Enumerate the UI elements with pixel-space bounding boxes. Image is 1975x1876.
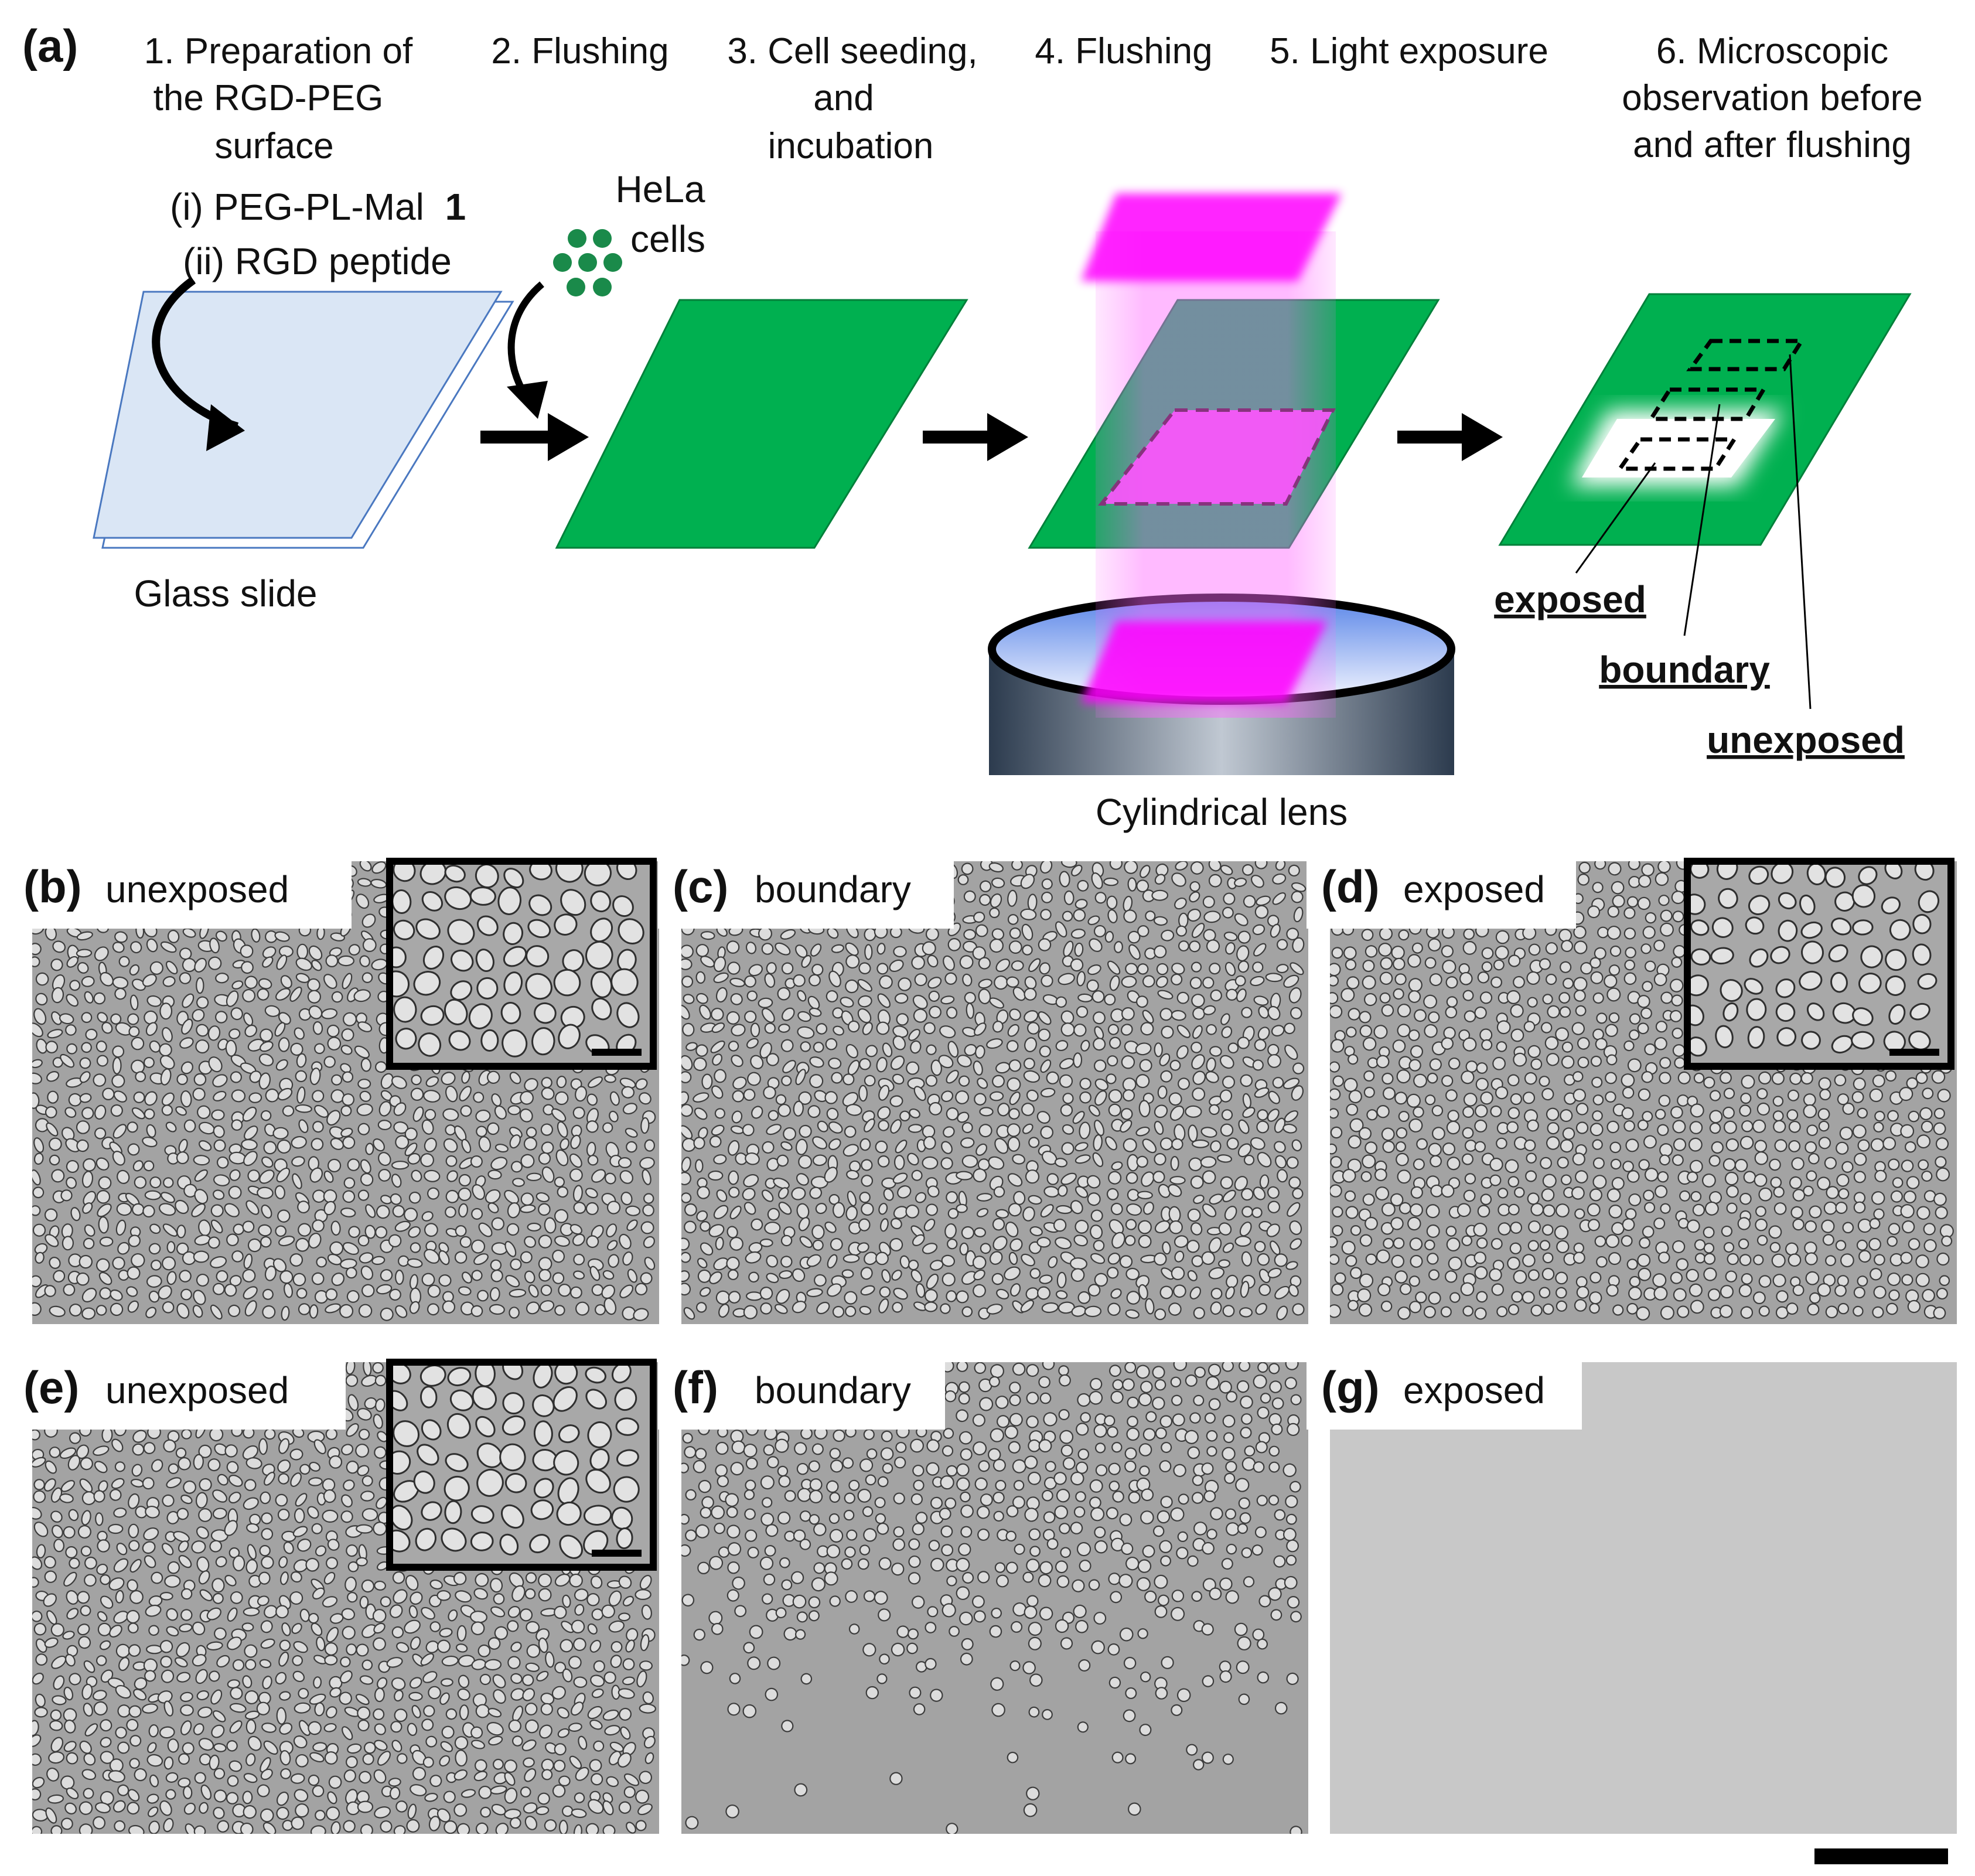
region-label-exposed: exposed (1494, 578, 1646, 620)
step-1-line-2: the RGD-PEG (154, 78, 384, 118)
step-4-heading: 4. Flushing (1035, 31, 1212, 71)
exposed-region-dashed (1097, 408, 1336, 506)
step-3-line-2: and (813, 78, 874, 118)
observe-box-boundary (1647, 387, 1768, 421)
step-3-line-3: incubation (768, 126, 934, 166)
glass-slide (93, 291, 514, 549)
panel-a-label: (a) (22, 20, 78, 71)
arrow-1 (480, 413, 589, 461)
reagent-rgd-label: (ii) RGD peptide (183, 240, 452, 282)
micrograph-background (1330, 1362, 1957, 1834)
step-1-heading: 1. Preparation of the RGD-PEG surface (144, 31, 413, 166)
hela-label-2: cells (630, 218, 705, 260)
step-6-heading: 6. Microscopic observation before and af… (1622, 31, 1923, 165)
arrow-2 (923, 413, 1028, 461)
micrograph-label: exposed (1403, 1369, 1545, 1411)
inset-scale-bar (592, 1550, 642, 1557)
micrograph-letter: (c) (673, 861, 728, 912)
step-3-line-1: 3. Cell seeding, (727, 31, 977, 71)
inset-scale-bar (1889, 1049, 1939, 1056)
region-label-unexposed: unexposed (1707, 719, 1905, 761)
step-6-line-1: 6. Microscopic (1656, 31, 1888, 71)
micrograph-panel: (f) boundary (658, 1356, 1308, 1834)
micrograph-letter: (f) (673, 1362, 718, 1413)
reagent-arrow (152, 277, 239, 431)
step-1-line-3: surface (214, 126, 333, 166)
step-1-line-1: 1. Preparation of (144, 31, 413, 71)
micrograph-label: unexposed (105, 868, 289, 910)
step-5-heading: 5. Light exposure (1270, 31, 1548, 71)
micrograph-panel: (c) boundary (658, 855, 1308, 1324)
cell-seeding-arrow-head (507, 381, 548, 419)
observation-scene (1498, 293, 1912, 710)
micrograph-label: boundary (755, 1369, 911, 1411)
inset-scale-bar (592, 1049, 642, 1056)
micrograph-label: exposed (1403, 868, 1545, 910)
cell-seeding-arrow (507, 281, 544, 401)
micrograph-panel: (b) unexposed (9, 855, 659, 1324)
micrograph-label: boundary (755, 868, 911, 910)
light-sheet-top (1081, 193, 1342, 281)
arrow-3 (1397, 413, 1503, 461)
cylindrical-lens-label: Cylindrical lens (1096, 791, 1348, 833)
micrograph-inset (386, 1359, 657, 1571)
micrograph-letter: (b) (23, 861, 82, 912)
micrograph-letter: (d) (1321, 861, 1380, 912)
cleared-region-core (1582, 419, 1775, 477)
scale-bar (1814, 1848, 1948, 1864)
observe-box-exposed (1616, 437, 1738, 471)
step-6-line-3: and after flushing (1633, 125, 1912, 165)
light-exposure-scene (988, 193, 1455, 775)
leader-exposed (1575, 462, 1656, 574)
micrograph-inset (1684, 858, 1954, 1070)
reagent-peg-label: (i) PEG-PL-Mal 1 (170, 186, 466, 228)
hela-label-1: HeLa (616, 168, 705, 210)
leader-unexposed (1789, 354, 1812, 710)
step-6-line-2: observation before (1622, 78, 1923, 118)
micrograph-panel: (d) exposed (1307, 855, 1957, 1324)
reagent-arrow-head (206, 404, 245, 451)
micrograph-grid: (b) unexposed (c) boundary (d) exposed (e) unex… (9, 855, 1957, 1834)
region-label-boundary: boundary (1599, 649, 1770, 691)
micrograph-label: unexposed (105, 1369, 289, 1411)
schematic-panel: (a) 1. Preparation of the RGD-PEG surfac… (22, 20, 1923, 833)
micrograph-panel: (e) unexposed (9, 1356, 659, 1834)
micrograph-panel: (g) exposed (1307, 1356, 1957, 1834)
light-sheet-bottom (1081, 621, 1327, 703)
hela-cell-dots (553, 229, 622, 296)
micrograph-inset (386, 858, 657, 1070)
step-2-heading: 2. Flushing (491, 31, 668, 71)
glass-slide-label: Glass slide (134, 572, 318, 615)
observe-box-unexposed (1686, 339, 1806, 371)
micrograph-letter: (g) (1321, 1362, 1380, 1413)
micrograph-letter: (e) (23, 1362, 79, 1413)
step-3-heading: 3. Cell seeding, and incubation (727, 31, 977, 166)
leader-boundary (1683, 404, 1721, 636)
seeded-substrate (555, 299, 968, 549)
